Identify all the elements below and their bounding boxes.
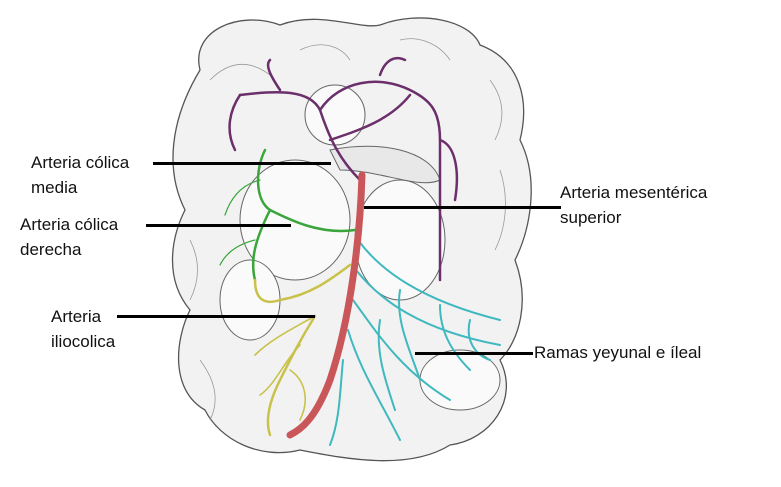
label-arteria-colica-derecha: Arteria cólica derecha bbox=[20, 212, 118, 262]
ramas-yeyunal-ileal-vessels bbox=[329, 239, 501, 446]
colon-outline bbox=[171, 17, 532, 462]
label-line: iliocolica bbox=[51, 332, 116, 351]
arteria-iliocolica-vessels bbox=[253, 263, 352, 437]
leader-mesenterica-superior bbox=[364, 206, 561, 209]
label-line: media bbox=[31, 178, 78, 197]
label-arteria-colica-media: Arteria cólica media bbox=[31, 150, 129, 200]
leader-ramas bbox=[415, 352, 533, 355]
label-line: Arteria cólica bbox=[31, 153, 130, 172]
label-ramas-yeyunal-ileal: Ramas yeyunal e íleal bbox=[534, 340, 701, 365]
arteria-colica-media-vessels bbox=[228, 56, 459, 282]
arteria-colica-derecha-vessels bbox=[219, 148, 357, 282]
leader-colica-media bbox=[153, 162, 331, 165]
label-line: derecha bbox=[20, 240, 82, 259]
label-line: Arteria mesentérica bbox=[560, 183, 708, 202]
label-line: Arteria cólica bbox=[20, 215, 119, 234]
leader-colica-derecha bbox=[146, 224, 291, 227]
label-line: superior bbox=[560, 208, 622, 227]
label-arteria-iliocolica: Arteria iliocolica bbox=[51, 304, 115, 354]
arteria-mesenterica-superior-vessel bbox=[286, 171, 366, 439]
label-line: Ramas yeyunal e íleal bbox=[534, 343, 702, 362]
leader-iliocolica bbox=[117, 315, 315, 318]
colon-haustra bbox=[189, 38, 506, 421]
small-intestine bbox=[219, 84, 501, 411]
label-line: Arteria bbox=[51, 307, 102, 326]
label-arteria-mesenterica-superior: Arteria mesentérica superior bbox=[560, 180, 707, 230]
